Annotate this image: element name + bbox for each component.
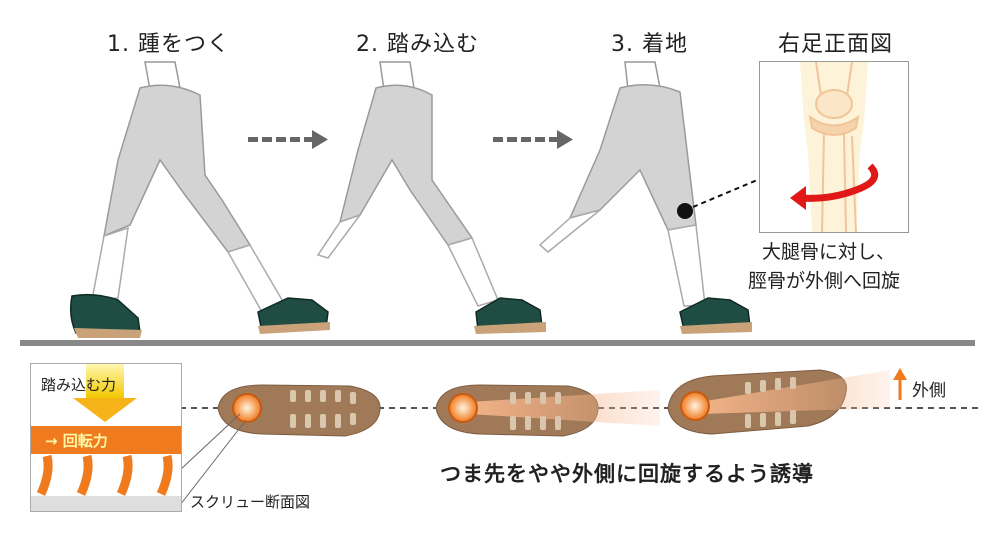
inset-caption-line1: 大腿骨に対し、 <box>762 241 896 263</box>
screw-marker-1 <box>232 393 262 423</box>
ground-line <box>20 340 975 346</box>
inset-caption-line2: 脛骨が外側へ回旋 <box>748 270 901 292</box>
sole-3 <box>667 368 907 435</box>
step1-title: 1. 踵をつく <box>107 32 230 57</box>
arrow-1-to-2 <box>248 130 328 149</box>
outside-label: 外側 <box>912 381 946 401</box>
shoe-3 <box>679 297 752 334</box>
shoe-2 <box>474 297 546 334</box>
figure-landing <box>538 61 763 334</box>
shoe-front-1 <box>257 297 330 334</box>
inset-title: 右足正面図 <box>778 32 894 57</box>
zoom-line-2 <box>179 419 247 506</box>
main-note: つま先をやや外側に回旋するよう誘導 <box>440 462 814 486</box>
sole-2 <box>435 384 660 437</box>
knee-point-marker <box>677 203 693 219</box>
screw-marker-3 <box>680 391 710 421</box>
callout-line <box>692 177 763 208</box>
zoom-line-1 <box>179 413 241 471</box>
screw-caption: スクリュー断面図 <box>190 493 311 511</box>
right-leg-front-view <box>759 61 909 233</box>
figure-push-off <box>316 61 546 334</box>
outside-arrow-head <box>893 368 907 380</box>
screw-marker-2 <box>448 393 478 423</box>
screw-cross-section: 踏み込む力 → 回転力 <box>30 363 182 512</box>
sole-1 <box>217 384 381 437</box>
figure-heel-strike <box>69 61 330 338</box>
force-label: 踏み込む力 <box>41 376 117 394</box>
arrow-2-to-3 <box>493 130 573 149</box>
step3-title: 3. 着地 <box>611 32 688 57</box>
rotation-label: → 回転力 <box>45 432 108 450</box>
shoe-back-1 <box>69 293 142 338</box>
step2-title: 2. 踏み込む <box>356 32 479 57</box>
